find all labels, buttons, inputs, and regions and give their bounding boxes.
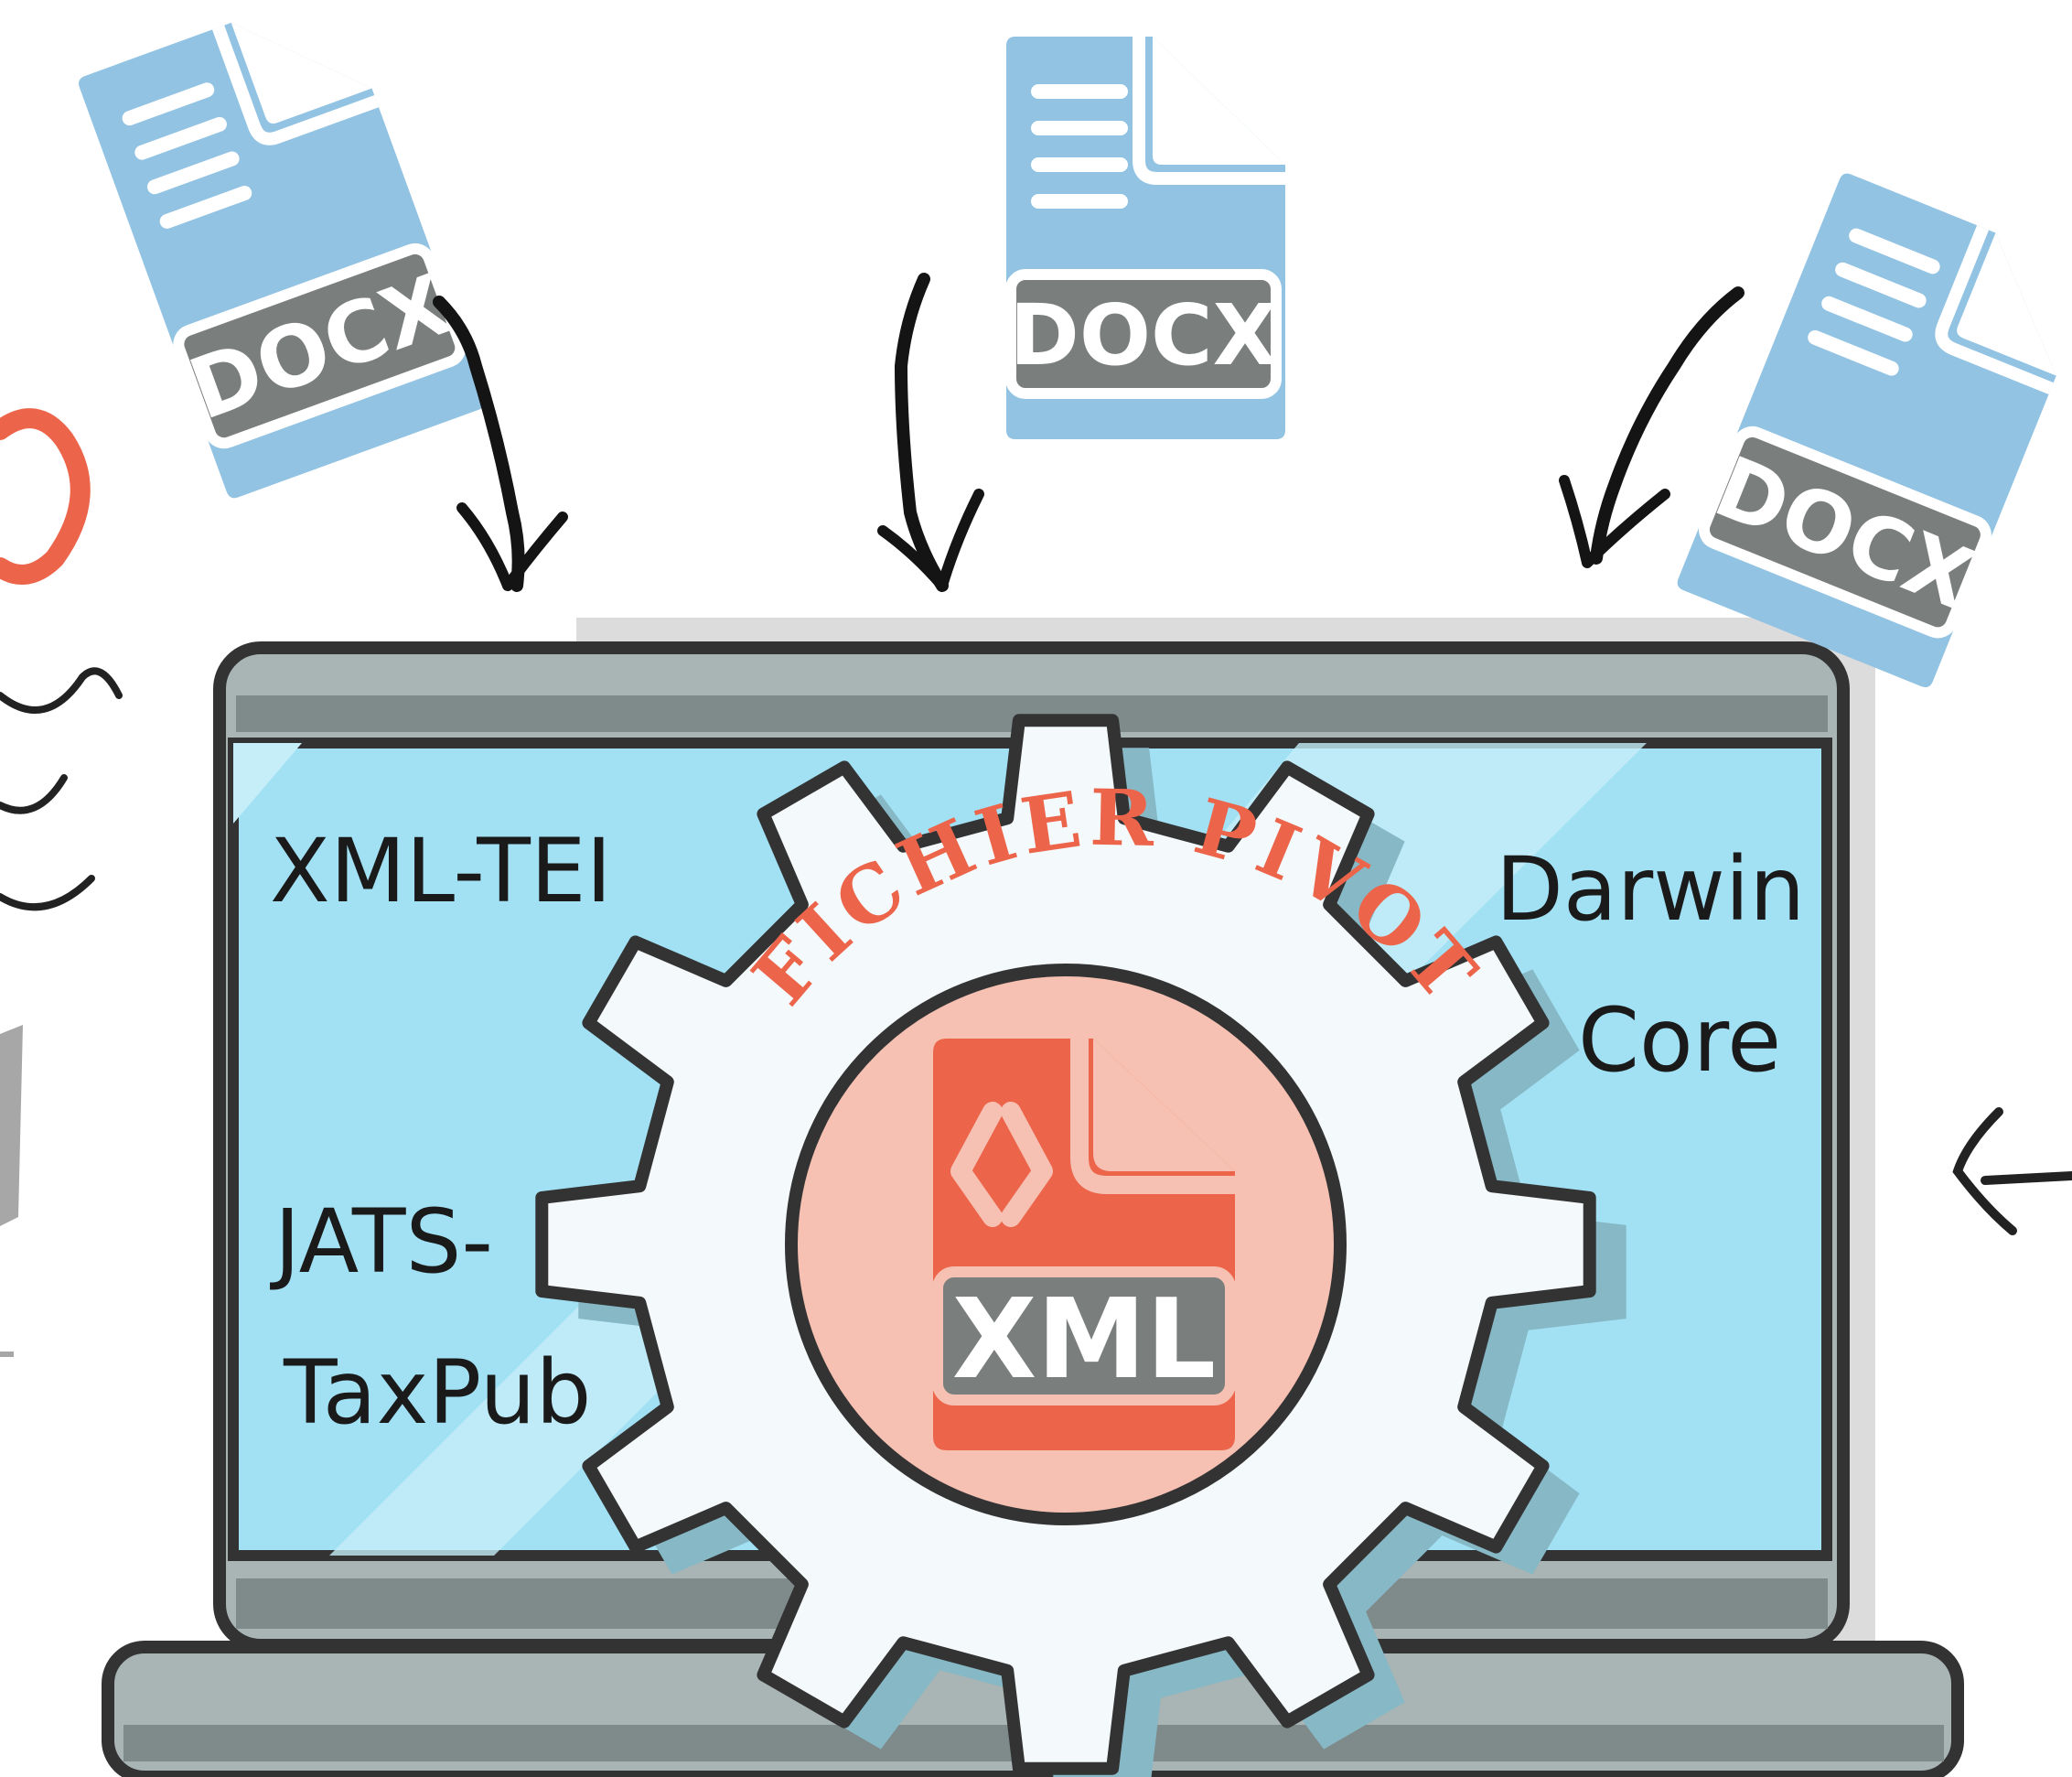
format-darwin-line2: Core — [1578, 989, 1781, 1092]
cropped-left-decoration — [0, 408, 123, 1357]
docx-file-left: DOCX — [79, 22, 486, 499]
format-xml-tei: XML-TEI — [270, 820, 612, 922]
format-darwin-line1: Darwin — [1496, 838, 1805, 941]
xml-label: XML — [952, 1276, 1216, 1404]
format-jats-line1: JATS- — [270, 1190, 493, 1293]
arrow-center — [877, 273, 984, 592]
xml-badge — [932, 1266, 1236, 1405]
arrow-right — [1559, 286, 1745, 568]
code-brackets-icon — [950, 1102, 1053, 1227]
format-jats-line2: TaxPub — [283, 1341, 591, 1444]
docx-label: DOCX — [1009, 286, 1277, 384]
docx-file-icon: DOCX — [79, 22, 486, 499]
xml-file-icon: XML — [932, 1039, 1236, 1450]
docx-file-center: DOCX — [1005, 37, 1285, 439]
docx-file-icon: DOCX — [1005, 37, 1285, 439]
docx-file-right: DOCX — [1677, 173, 2056, 688]
docx-file-icon: DOCX — [1677, 173, 2056, 688]
arrow-left — [433, 296, 568, 592]
cropped-right-arrow — [1952, 1107, 2072, 1235]
